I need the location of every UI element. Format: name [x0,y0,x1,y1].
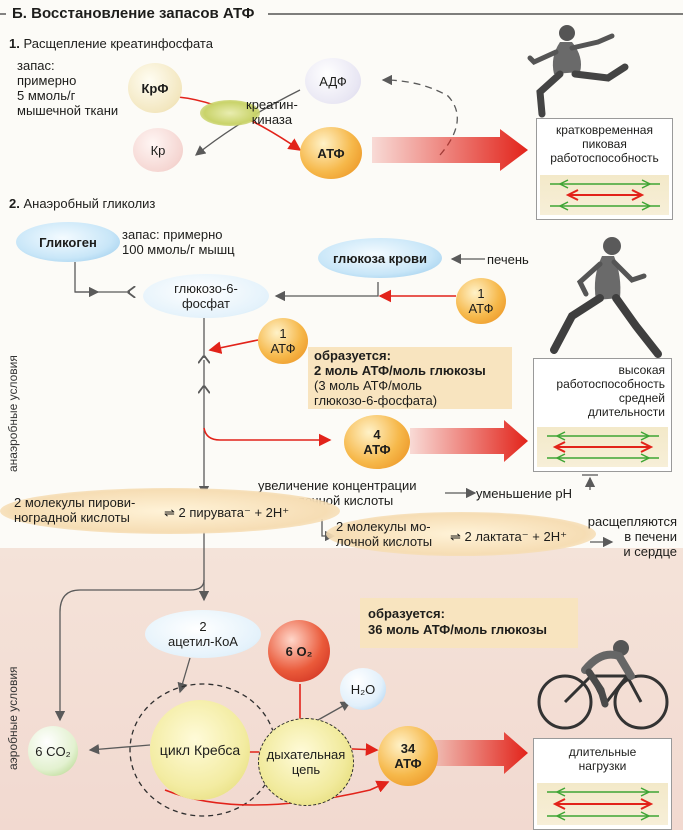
atf-to-adf-dashed [381,74,458,156]
runner-silhouette [550,237,662,358]
lactic-acid-label: 2 молекулы мо-лочной кислоты [336,519,433,549]
anaerobic-side-label: анаэробные условия [6,355,20,472]
sprinter-silhouette [527,25,629,118]
glycolysis-yield-note: образуется: 2 моль АТФ/моль глюкозы (3 м… [308,347,512,409]
cyclist-silhouette [537,640,669,730]
muscle-fiber-lanes-1 [540,175,669,215]
oxygen-ball: 6 O₂ [268,620,330,682]
pyruvic-acid-label: 2 молекулы пирови-ноградной кислоты [14,495,136,525]
creatine-kinase-label: креатин-киназа [246,97,298,127]
lactate-oval [326,512,596,556]
muscle-fiber-lanes-2 [537,427,668,467]
aerobic-side-label: аэробные условия [6,666,20,770]
creatine-ball: Кр [133,128,183,172]
page-title: Б. Восстановление запасов АТФ [12,5,255,22]
big-arrow-2 [410,420,528,462]
section1-heading: 1. Расщепление креатинфосфата [9,36,213,51]
co2-ball: 6 CO₂ [28,726,78,776]
krebs-cycle-ball: цикл Кребса [150,700,250,800]
muscle-fiber-lanes-3 [537,783,668,825]
aerobic-yield-note: образуется:36 моль АТФ/моль глюкозы [360,598,578,648]
glycogen-oval: Гликоген [16,222,120,262]
liver-label: печень [487,252,529,267]
water-ball: H₂O [340,668,386,710]
big-arrow-3 [432,732,528,774]
big-arrow-1 [372,129,528,171]
creatine-phosphate-ball: КрФ [128,63,182,113]
blood-glucose-oval: глюкоза крови [318,238,442,278]
atp-ball-1: АТФ [300,127,362,179]
lactate-equation: ⇌ 2 лактата⁻ + 2Н⁺ [450,529,567,544]
glucose-6-phosphate-oval: глюкозо-6-фосфат [143,274,269,318]
pyruvate-equation: ⇌ 2 пирувата⁻ + 2Н⁺ [164,505,290,520]
ph-decrease-label: уменьшение рН [476,486,573,501]
section2-heading: 2. Анаэробный гликолиз [9,196,156,211]
pyruvate-oval [0,488,340,534]
adp-ball: АДФ [305,58,361,104]
kinase-enzyme-blob [200,100,260,126]
